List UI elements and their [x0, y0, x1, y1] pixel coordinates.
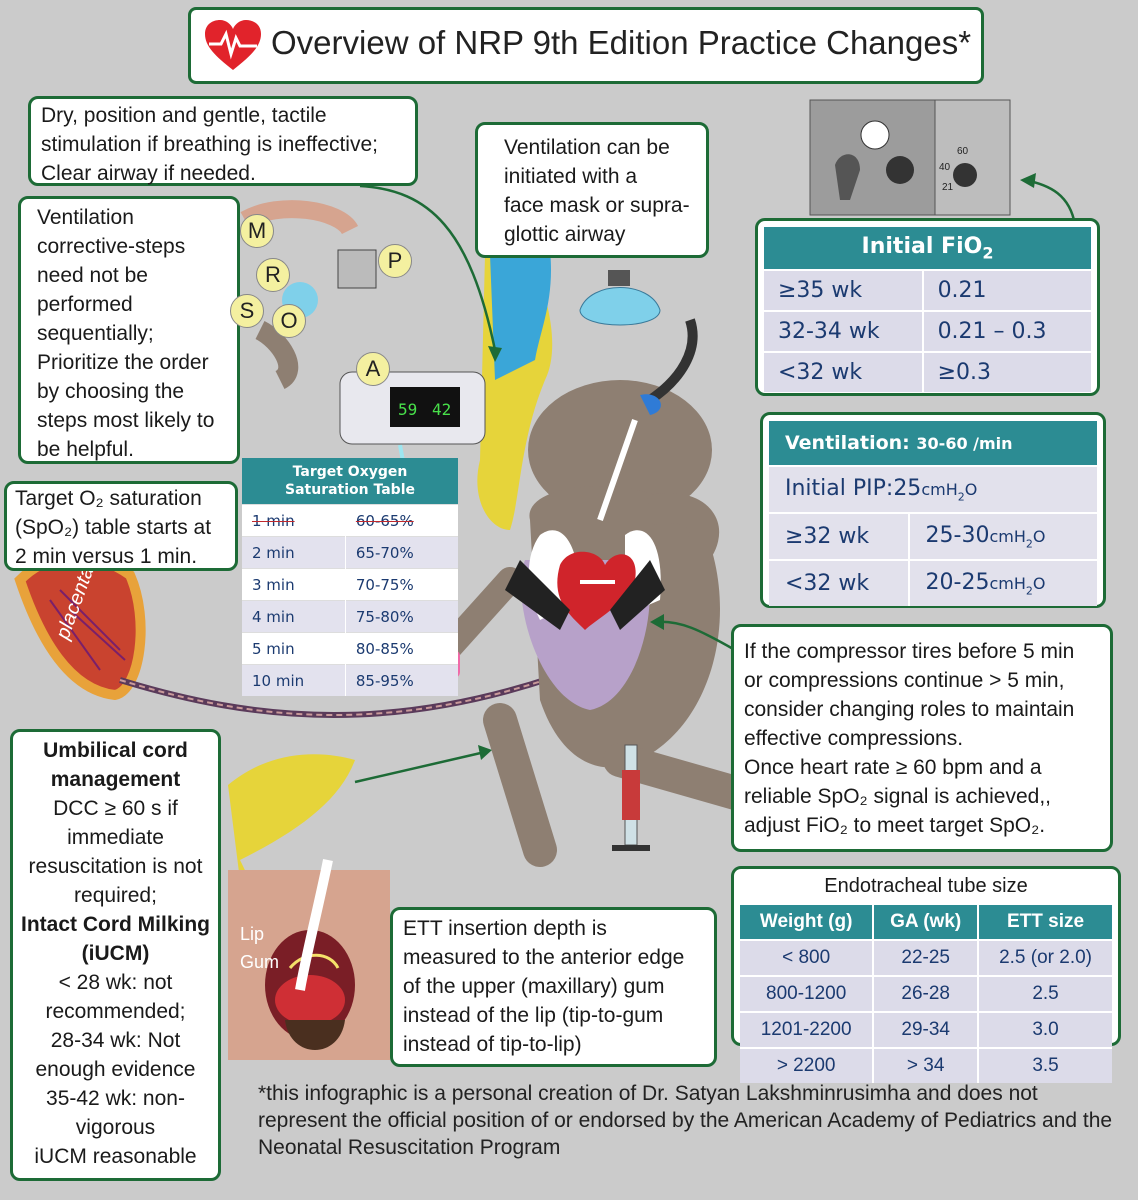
endotracheal-tube-size-table: Endotracheal tube size Weight (g)GA (wk)… — [731, 866, 1121, 1083]
svg-text:Lip: Lip — [240, 924, 264, 944]
page-title: Overview of NRP 9th Edition Practice Cha… — [271, 24, 972, 61]
mr-sopa-letter-a: A — [356, 352, 390, 386]
heart-monitor-icon — [205, 20, 261, 70]
mr-sopa-letter-r: R — [256, 258, 290, 292]
svg-text:Gum: Gum — [240, 952, 279, 972]
monitor-spo2: 59 — [398, 400, 417, 419]
cord-iucm-heading: Intact Cord Milking (iUCM) — [21, 913, 210, 965]
mr-sopa-letter-s: S — [230, 294, 264, 328]
mr-sopa-letter-m: M — [240, 214, 274, 248]
face-mask-illustration — [579, 270, 661, 326]
cord-iucm-text: < 28 wk: not recommended; 28-34 wk: Not … — [34, 971, 197, 1168]
oxygen-blender-illustration: 60 40 21 — [809, 99, 1011, 216]
ventilation-table-title: Ventilation: 30-60 /min — [769, 421, 1097, 466]
svg-text:40: 40 — [939, 162, 951, 173]
umbilical-cord — [119, 657, 602, 718]
ventilation-settings-table: Ventilation: 30-60 /min Initial PIP:25cm… — [760, 412, 1106, 608]
cord-dcc-text: DCC ≥ 60 s if immediate resuscitation is… — [28, 797, 203, 907]
glove-illustration-2 — [228, 754, 355, 922]
ventilation-initiation-box: Ventilation can be initiated with a face… — [475, 122, 709, 258]
svg-text:60: 60 — [957, 146, 969, 157]
intubation-photo: Lip Gum — [228, 859, 390, 1060]
table-row: <32 wk≥0.3 — [764, 351, 1091, 392]
o2-saturation-box: Target O₂ saturation (SpO₂) table starts… — [4, 481, 238, 571]
mr-sopa-letter-o: O — [272, 304, 306, 338]
syringe-illustration — [612, 744, 650, 851]
disclaimer-footer: *this infographic is a personal creation… — [258, 1082, 1113, 1159]
ett-insertion-depth-box: ETT insertion depth is measured to the a… — [390, 907, 717, 1067]
pulse-oximeter: 59 42 — [339, 371, 486, 445]
connector-arrows — [354, 178, 1077, 784]
cord-heading: Umbilical cord management — [43, 739, 188, 791]
infant-figure — [407, 380, 777, 867]
dry-stimulation-box: Dry, position and gentle, tactile stimul… — [28, 96, 418, 186]
mr-sopa-letter-p: P — [378, 244, 412, 278]
ventilation-corrective-steps-box: Ventilation corrective-steps need not be… — [18, 196, 240, 464]
spo2-table-title: Target Oxygen Saturation Table — [242, 458, 458, 505]
monitor-hr: 42 — [432, 400, 451, 419]
umbilical-cord-management-box: Umbilical cord management DCC ≥ 60 s if … — [10, 729, 221, 1181]
table-row: Initial PIP:25cmH2O — [769, 465, 1097, 513]
svg-text:21: 21 — [942, 182, 954, 193]
compression-guidance-box: If the compressor tires before 5 min or … — [731, 624, 1113, 852]
ett-table-title: Endotracheal tube size — [824, 875, 1028, 897]
fio2-table-title: Initial FiO2 — [764, 227, 1091, 270]
title-banner: Overview of NRP 9th Edition Practice Cha… — [188, 7, 984, 84]
supraglottic-airway — [647, 318, 698, 405]
